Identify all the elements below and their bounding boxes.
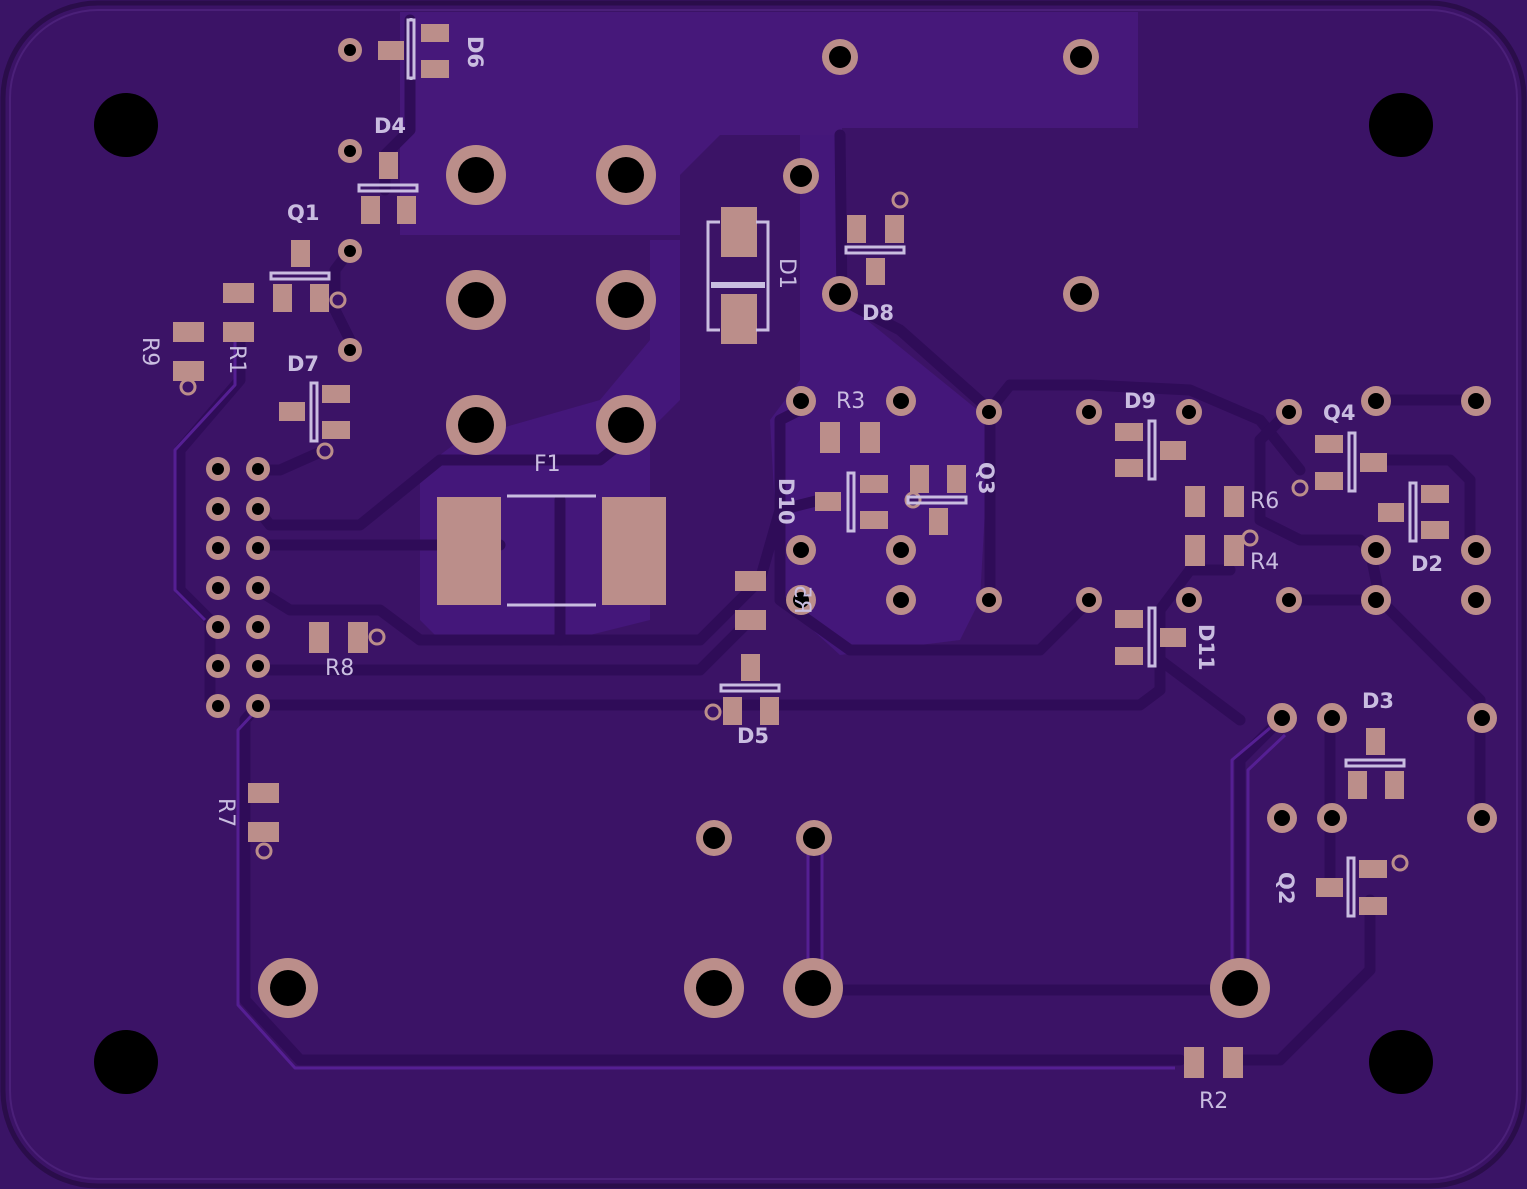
label-r4: R4 [1250, 550, 1279, 575]
mounting-hole-tl [94, 93, 158, 157]
label-d7: D7 [287, 352, 319, 376]
mounting-hole-br [1369, 1030, 1433, 1094]
label-d4: D4 [374, 114, 406, 138]
label-d5: D5 [737, 724, 769, 748]
label-r2: R2 [1199, 1089, 1228, 1114]
label-d11: D11 [1194, 624, 1218, 671]
label-d6: D6 [463, 36, 487, 68]
mounting-holes [94, 93, 1433, 1094]
label-q3: Q3 [974, 462, 998, 494]
label-d9: D9 [1124, 389, 1156, 413]
small-pads [206, 38, 1497, 833]
label-d2: D2 [1411, 552, 1443, 576]
label-r6: R6 [1250, 489, 1279, 514]
label-r9: R9 [137, 337, 162, 366]
label-d1: D1 [774, 258, 799, 289]
label-r1: R1 [224, 345, 249, 374]
mounting-hole-bl [94, 1030, 158, 1094]
label-d10: D10 [774, 478, 798, 525]
label-q1: Q1 [287, 201, 319, 225]
silkscreen [269, 18, 1418, 918]
label-d3: D3 [1362, 689, 1394, 713]
label-f1: F1 [534, 452, 561, 477]
label-r5: R5 [789, 585, 814, 614]
label-r7: R7 [213, 798, 238, 827]
label-q4: Q4 [1323, 401, 1355, 425]
large-pads [258, 145, 1270, 1018]
label-r3: R3 [836, 389, 865, 414]
label-d8: D8 [862, 301, 894, 325]
board-edge-inner [9, 9, 1518, 1180]
label-r8: R8 [325, 656, 354, 681]
medium-pads [696, 39, 1099, 856]
component-labels: D6 D4 Q1 R9 R1 D7 D1 D8 F1 R3 D10 Q3 R5 … [137, 36, 1443, 1114]
vias [179, 191, 1409, 872]
smd-pads [173, 24, 1449, 1078]
mounting-hole-tr [1369, 93, 1433, 157]
label-q2: Q2 [1274, 872, 1298, 904]
